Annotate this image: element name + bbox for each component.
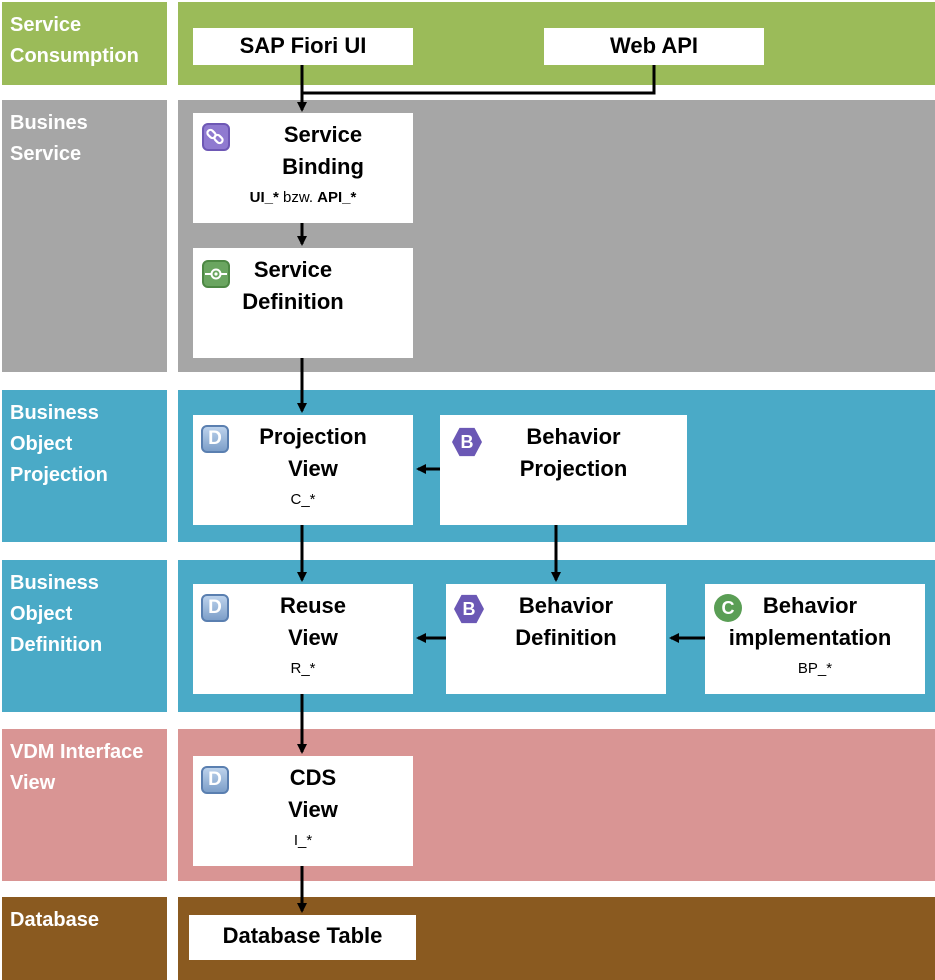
layer-label-text: Business Object Definition (10, 572, 103, 656)
reuse-view-box[interactable]: D Reuse View R_* (193, 584, 413, 694)
sap-fiori-ui-box[interactable]: SAP Fiori UI (193, 28, 413, 65)
service-definition-box[interactable]: Service Definition (193, 248, 413, 358)
layer-label-vdm: VDM Interface View (2, 729, 167, 881)
service-binding-ui-prefix: UI_* (249, 189, 279, 206)
layer-label-text: VDM Interface View (10, 741, 144, 794)
layer-label-text: Database (10, 909, 99, 931)
behavior-projection-box[interactable]: B Behavior Projection (440, 415, 687, 525)
layer-label-text: Busines Service (10, 112, 88, 165)
behavior-implementation-title: Behavior implementation (728, 593, 892, 650)
sap-fiori-ui-title: SAP Fiori UI (239, 33, 367, 58)
cds-d-icon: D (201, 766, 229, 794)
layer-label-text: Business Object Projection (10, 402, 108, 486)
behavior-definition-box[interactable]: B Behavior Definition (446, 584, 666, 694)
layer-label-text: Service Consumption (10, 14, 139, 67)
service-binding-box[interactable]: Service Binding UI_* bzw. API_* (193, 113, 413, 223)
projection-view-title: Projection View (259, 424, 367, 481)
web-api-box[interactable]: Web API (544, 28, 764, 65)
database-table-box[interactable]: Database Table (189, 915, 416, 960)
cds-view-subtitle: I_* (293, 832, 313, 849)
layer-label-bo-definition: Business Object Definition (2, 560, 167, 712)
link-icon (202, 123, 230, 151)
behavior-projection-title: Behavior Projection (519, 424, 628, 481)
layer-label-bo-projection: Business Object Projection (2, 390, 167, 542)
reuse-view-subtitle: R_* (290, 660, 316, 677)
service-binding-subtitle: UI_* bzw. API_* (193, 187, 413, 209)
layer-label-business-service: Busines Service (2, 100, 167, 372)
cds-view-box[interactable]: D CDS View I_* (193, 756, 413, 866)
web-api-title: Web API (609, 33, 698, 58)
service-definition-title: Service Definition (242, 257, 344, 314)
projection-view-box[interactable]: D Projection View C_* (193, 415, 413, 525)
cds-d-icon: D (201, 425, 229, 453)
reuse-view-title: Reuse View (279, 593, 347, 650)
projection-view-subtitle: C_* (290, 491, 316, 508)
behavior-b-icon: B (452, 427, 482, 457)
service-binding-title: Service Binding (282, 122, 364, 179)
cds-view-title: CDS View (288, 765, 338, 822)
layer-label-service-consumption: Service Consumption (2, 2, 167, 85)
service-definition-icon (202, 260, 230, 288)
behavior-definition-title: Behavior Definition (515, 593, 617, 650)
service-binding-bzw: bzw. (278, 189, 318, 206)
behavior-implementation-box[interactable]: C Behavior implementation BP_* (705, 584, 925, 694)
arrow-webapi-to-binding (302, 65, 656, 95)
class-c-icon: C (714, 594, 742, 622)
cds-d-icon: D (201, 594, 229, 622)
service-binding-api-prefix: API_* (317, 189, 357, 206)
database-table-title: Database Table (222, 923, 383, 948)
behavior-implementation-subtitle: BP_* (797, 660, 833, 677)
layer-label-database: Database (2, 897, 167, 980)
